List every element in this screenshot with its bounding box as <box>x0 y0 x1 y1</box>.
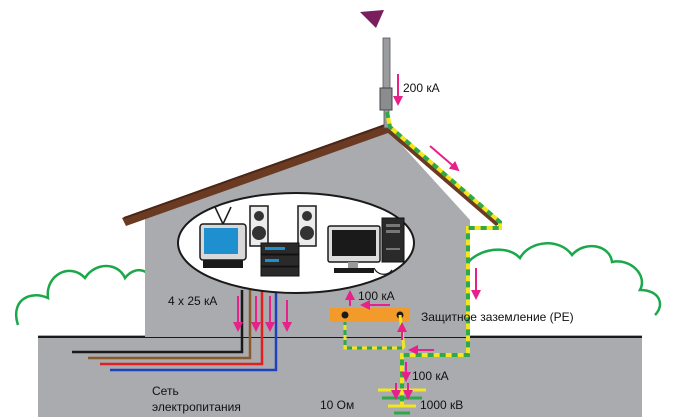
network-label-line1: Сеть <box>152 384 179 398</box>
bar-current-label: 100 кА <box>358 289 395 303</box>
lightning-flash-icon <box>360 10 384 28</box>
speaker-icon <box>297 205 317 247</box>
pc-tower-icon <box>381 217 405 263</box>
earth-current-label: 100 кА <box>412 369 449 383</box>
hedge-right <box>460 242 662 316</box>
monitor-icon <box>327 225 393 275</box>
network-label-line2: электропитания <box>152 400 241 414</box>
stereo-icon <box>260 242 300 277</box>
supply-cables <box>72 290 278 372</box>
earth-resistance-label: 10 Ом <box>320 398 355 412</box>
protective-earth-label: Защитное заземление (PE) <box>421 310 574 324</box>
hedge-left <box>15 264 152 326</box>
pe-bar <box>330 308 410 322</box>
earth-conductor <box>343 111 502 405</box>
lightning-current-label: 200 кА <box>403 81 440 95</box>
earth-voltage-label: 1000 кВ <box>420 398 464 412</box>
roof <box>122 123 502 226</box>
ground-electrode-icon <box>378 388 426 415</box>
ground <box>38 335 642 417</box>
current-arrows <box>233 74 481 400</box>
tv-icon <box>199 206 247 268</box>
speaker-icon <box>249 205 269 247</box>
supply-current-label: 4 х 25 кА <box>168 294 218 308</box>
